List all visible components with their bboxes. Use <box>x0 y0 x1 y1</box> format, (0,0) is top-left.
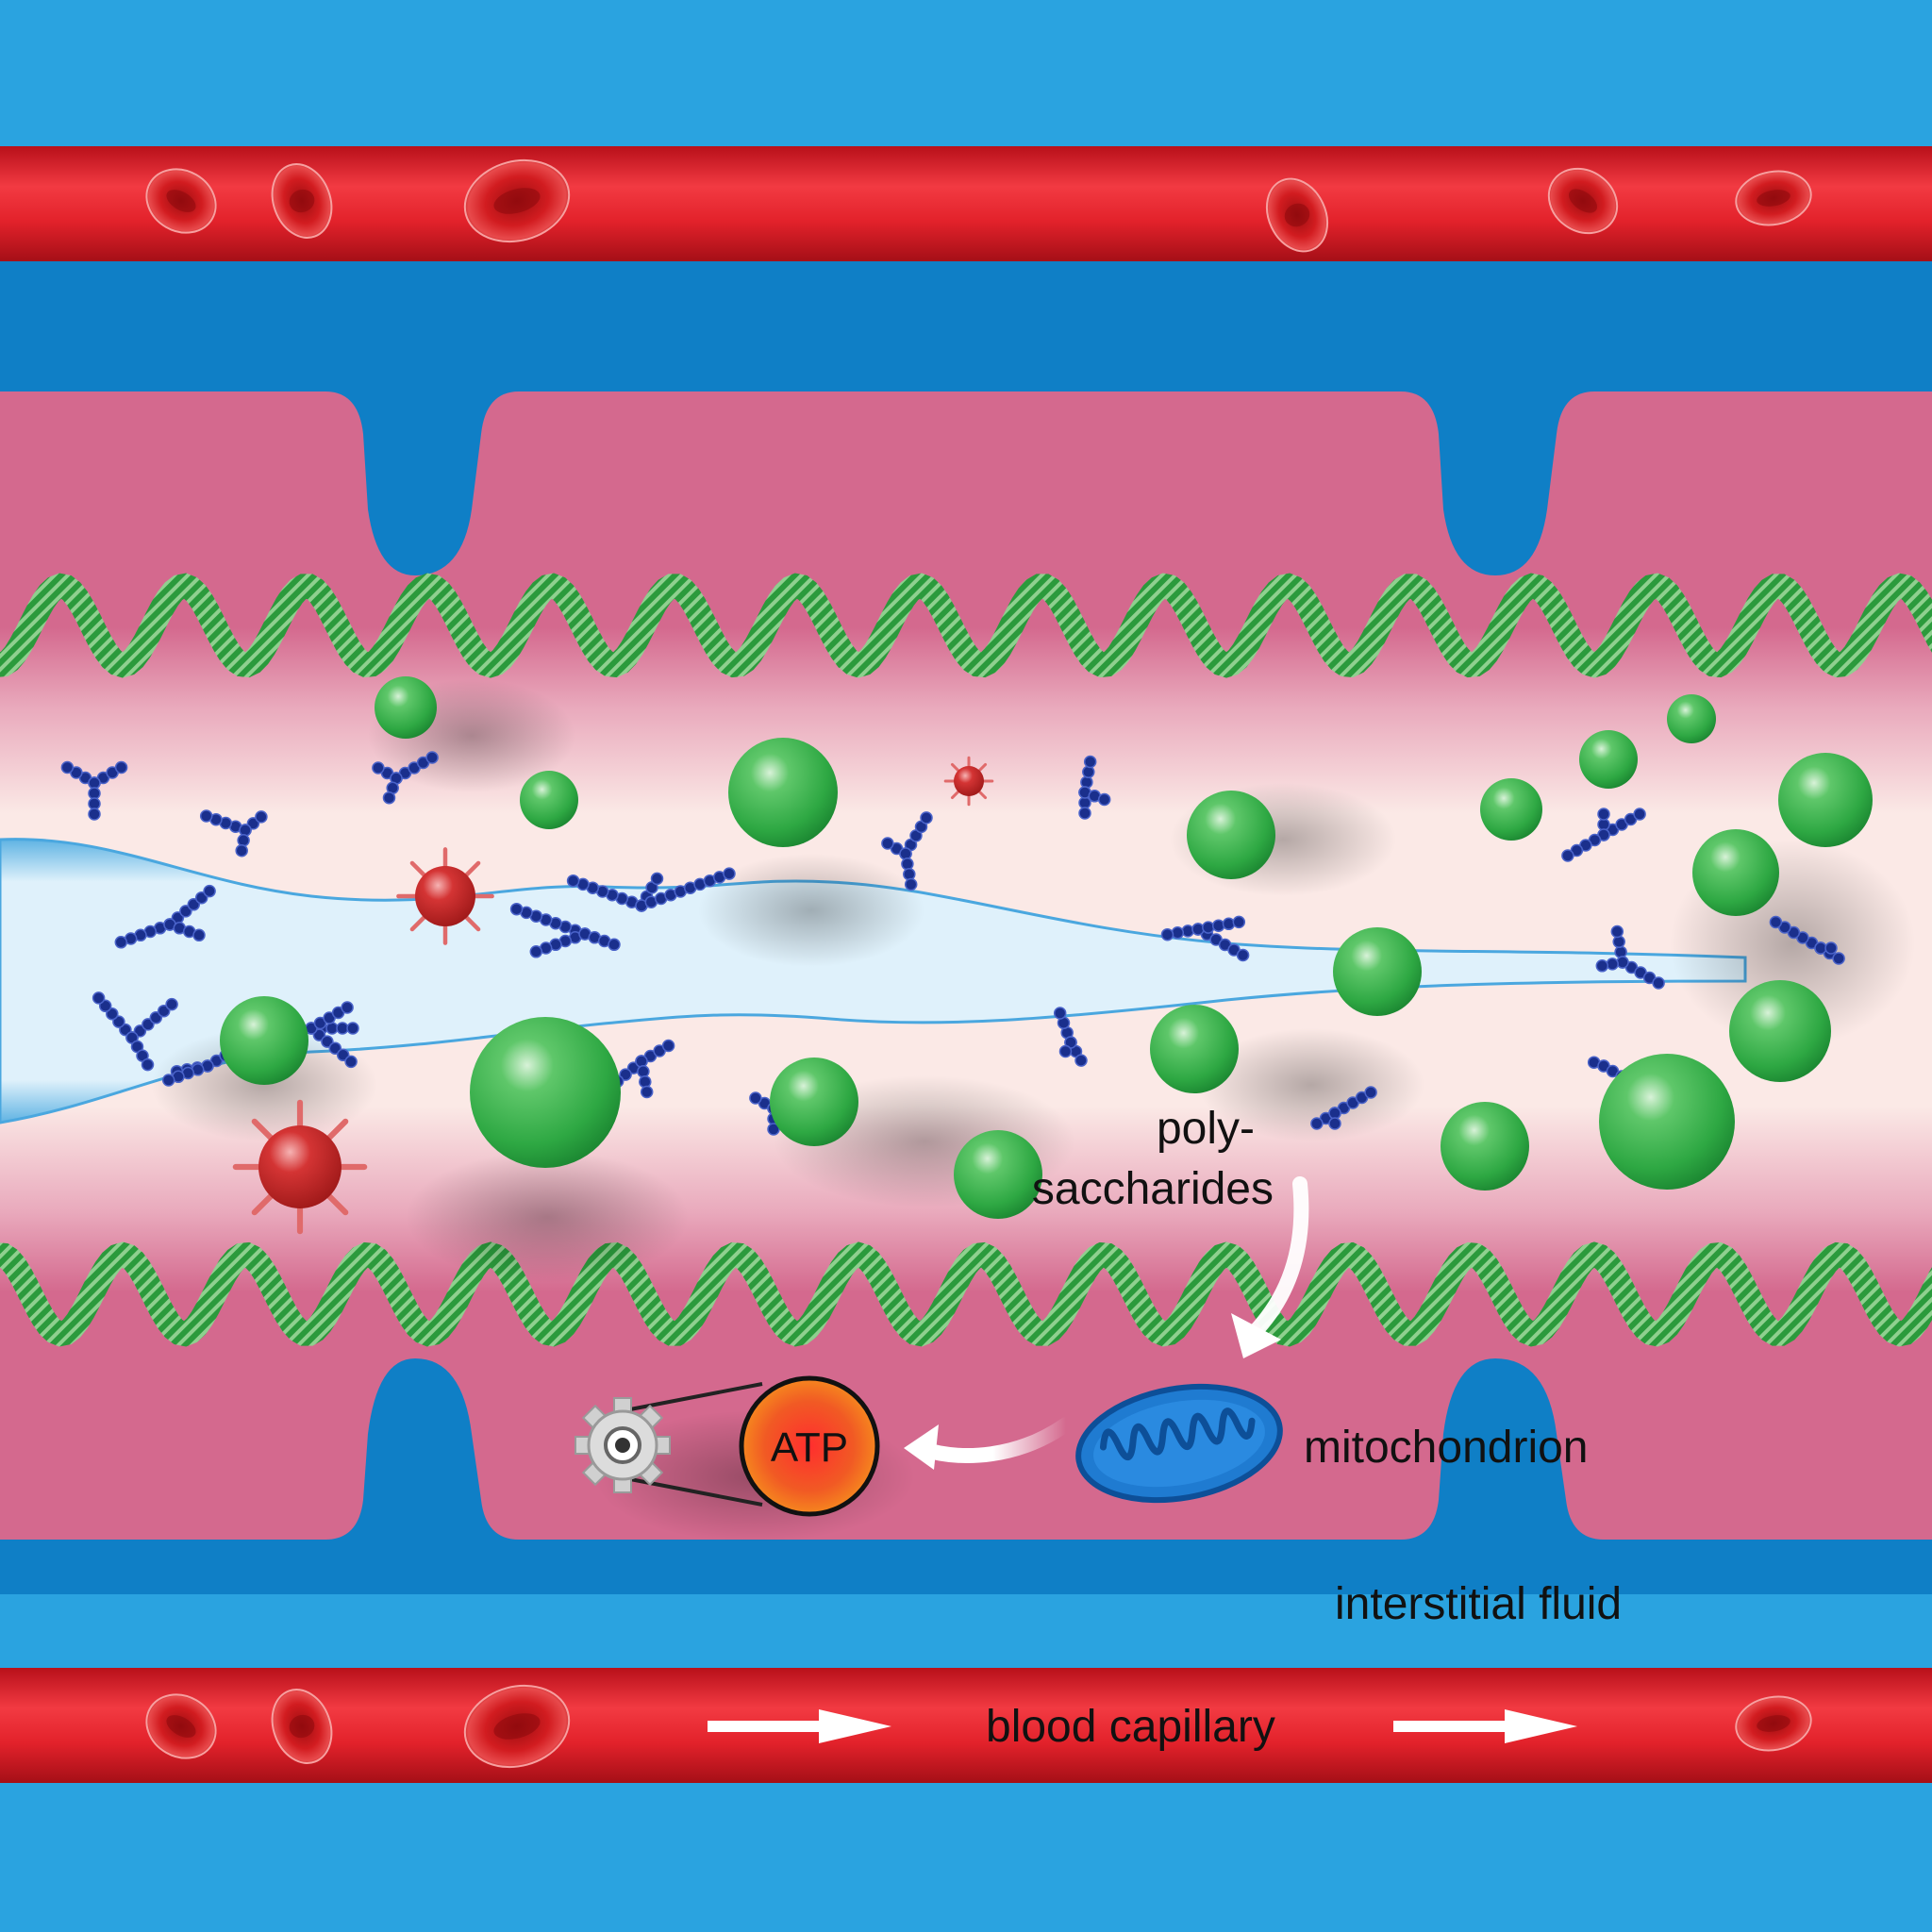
polysaccharide-chain <box>372 751 439 805</box>
polysaccharide-chain <box>60 760 128 821</box>
microvilli-border-top <box>0 573 1932 678</box>
nutrient-particle <box>770 1058 858 1146</box>
nutrient-particles <box>220 676 1873 1219</box>
red-blood-cell <box>1735 170 1812 226</box>
blood-capillary-label: blood capillary <box>986 1702 1275 1752</box>
belt-top <box>629 1382 763 1411</box>
polysaccharide-chain <box>1561 808 1646 862</box>
red-blood-cell <box>271 163 333 239</box>
polysaccharide-chain <box>1078 755 1111 820</box>
nutrient-particle <box>1729 980 1831 1082</box>
polysaccharide-chain <box>305 1001 359 1069</box>
red-blood-cell <box>1265 177 1329 253</box>
red-blood-cell <box>463 158 571 243</box>
polysaccharide-chain <box>881 811 933 891</box>
particle-shadow <box>698 854 924 967</box>
nutrient-particle <box>1187 791 1275 879</box>
red-blood-cell <box>463 1684 571 1769</box>
nutrient-particle <box>1150 1005 1239 1093</box>
microvilli-border-bottom <box>0 1241 1932 1347</box>
red-blood-cell <box>1547 167 1619 235</box>
uptake-arrow <box>1231 1176 1309 1358</box>
microbes <box>232 756 994 1235</box>
polysaccharide-chain <box>1310 1086 1377 1130</box>
polysaccharides-label-line2: saccharides <box>1032 1164 1274 1214</box>
polysaccharide-chain <box>1160 915 1250 962</box>
nutrient-particle <box>1692 829 1779 916</box>
microbe-icon <box>943 756 994 807</box>
nutrient-particle <box>1667 694 1716 743</box>
nutrient-particle <box>954 1130 1042 1219</box>
particle-shadow <box>406 1151 689 1283</box>
red-blood-cell <box>145 168 217 234</box>
nutrient-particle <box>470 1017 621 1168</box>
nutrient-particle <box>1441 1102 1529 1191</box>
energy-arrow <box>904 1417 1074 1470</box>
polysaccharide-chain <box>114 884 216 949</box>
polysaccharide-chain <box>1595 924 1665 990</box>
red-blood-cell <box>145 1693 217 1759</box>
red-blood-cell <box>1735 1695 1812 1752</box>
polysaccharide-chain <box>199 809 268 858</box>
flow-arrow-right <box>1393 1709 1577 1743</box>
polysaccharide-chain <box>566 867 736 912</box>
polysaccharide-chain <box>509 902 621 958</box>
mitochondrion-label: mitochondrion <box>1304 1423 1589 1473</box>
atp-label: ATP <box>771 1424 848 1471</box>
nutrient-particle <box>1579 730 1638 789</box>
nutrient-particle <box>520 771 578 829</box>
mitochondrion-icon <box>1075 1383 1283 1504</box>
nutrient-particle <box>1480 778 1542 841</box>
polysaccharide-chain <box>610 1039 675 1099</box>
nutrient-particle <box>220 996 308 1085</box>
microbe-icon <box>396 847 494 945</box>
polysaccharide-chain <box>1053 1007 1088 1067</box>
nutrient-particle <box>375 676 437 739</box>
red-blood-cell <box>271 1689 333 1764</box>
polysaccharide-chain <box>1769 915 1845 965</box>
nutrient-particle <box>728 738 838 847</box>
gear-icon <box>575 1397 671 1493</box>
particle-shadows <box>151 679 1915 1283</box>
atp-icon <box>739 1375 880 1517</box>
polysaccharide-chain <box>92 991 178 1072</box>
nutrient-particle <box>1599 1054 1735 1190</box>
nutrient-particle <box>1778 753 1873 847</box>
nutrient-particle <box>1333 927 1422 1016</box>
red-blood-cells <box>145 158 1812 1769</box>
microbe-icon <box>232 1099 368 1235</box>
flow-arrow-left <box>708 1709 891 1743</box>
interstitial-fluid-label: interstitial fluid <box>1335 1579 1622 1629</box>
polysaccharides-label-line1: poly- <box>1157 1104 1255 1154</box>
particle-shadow <box>1198 1028 1424 1141</box>
